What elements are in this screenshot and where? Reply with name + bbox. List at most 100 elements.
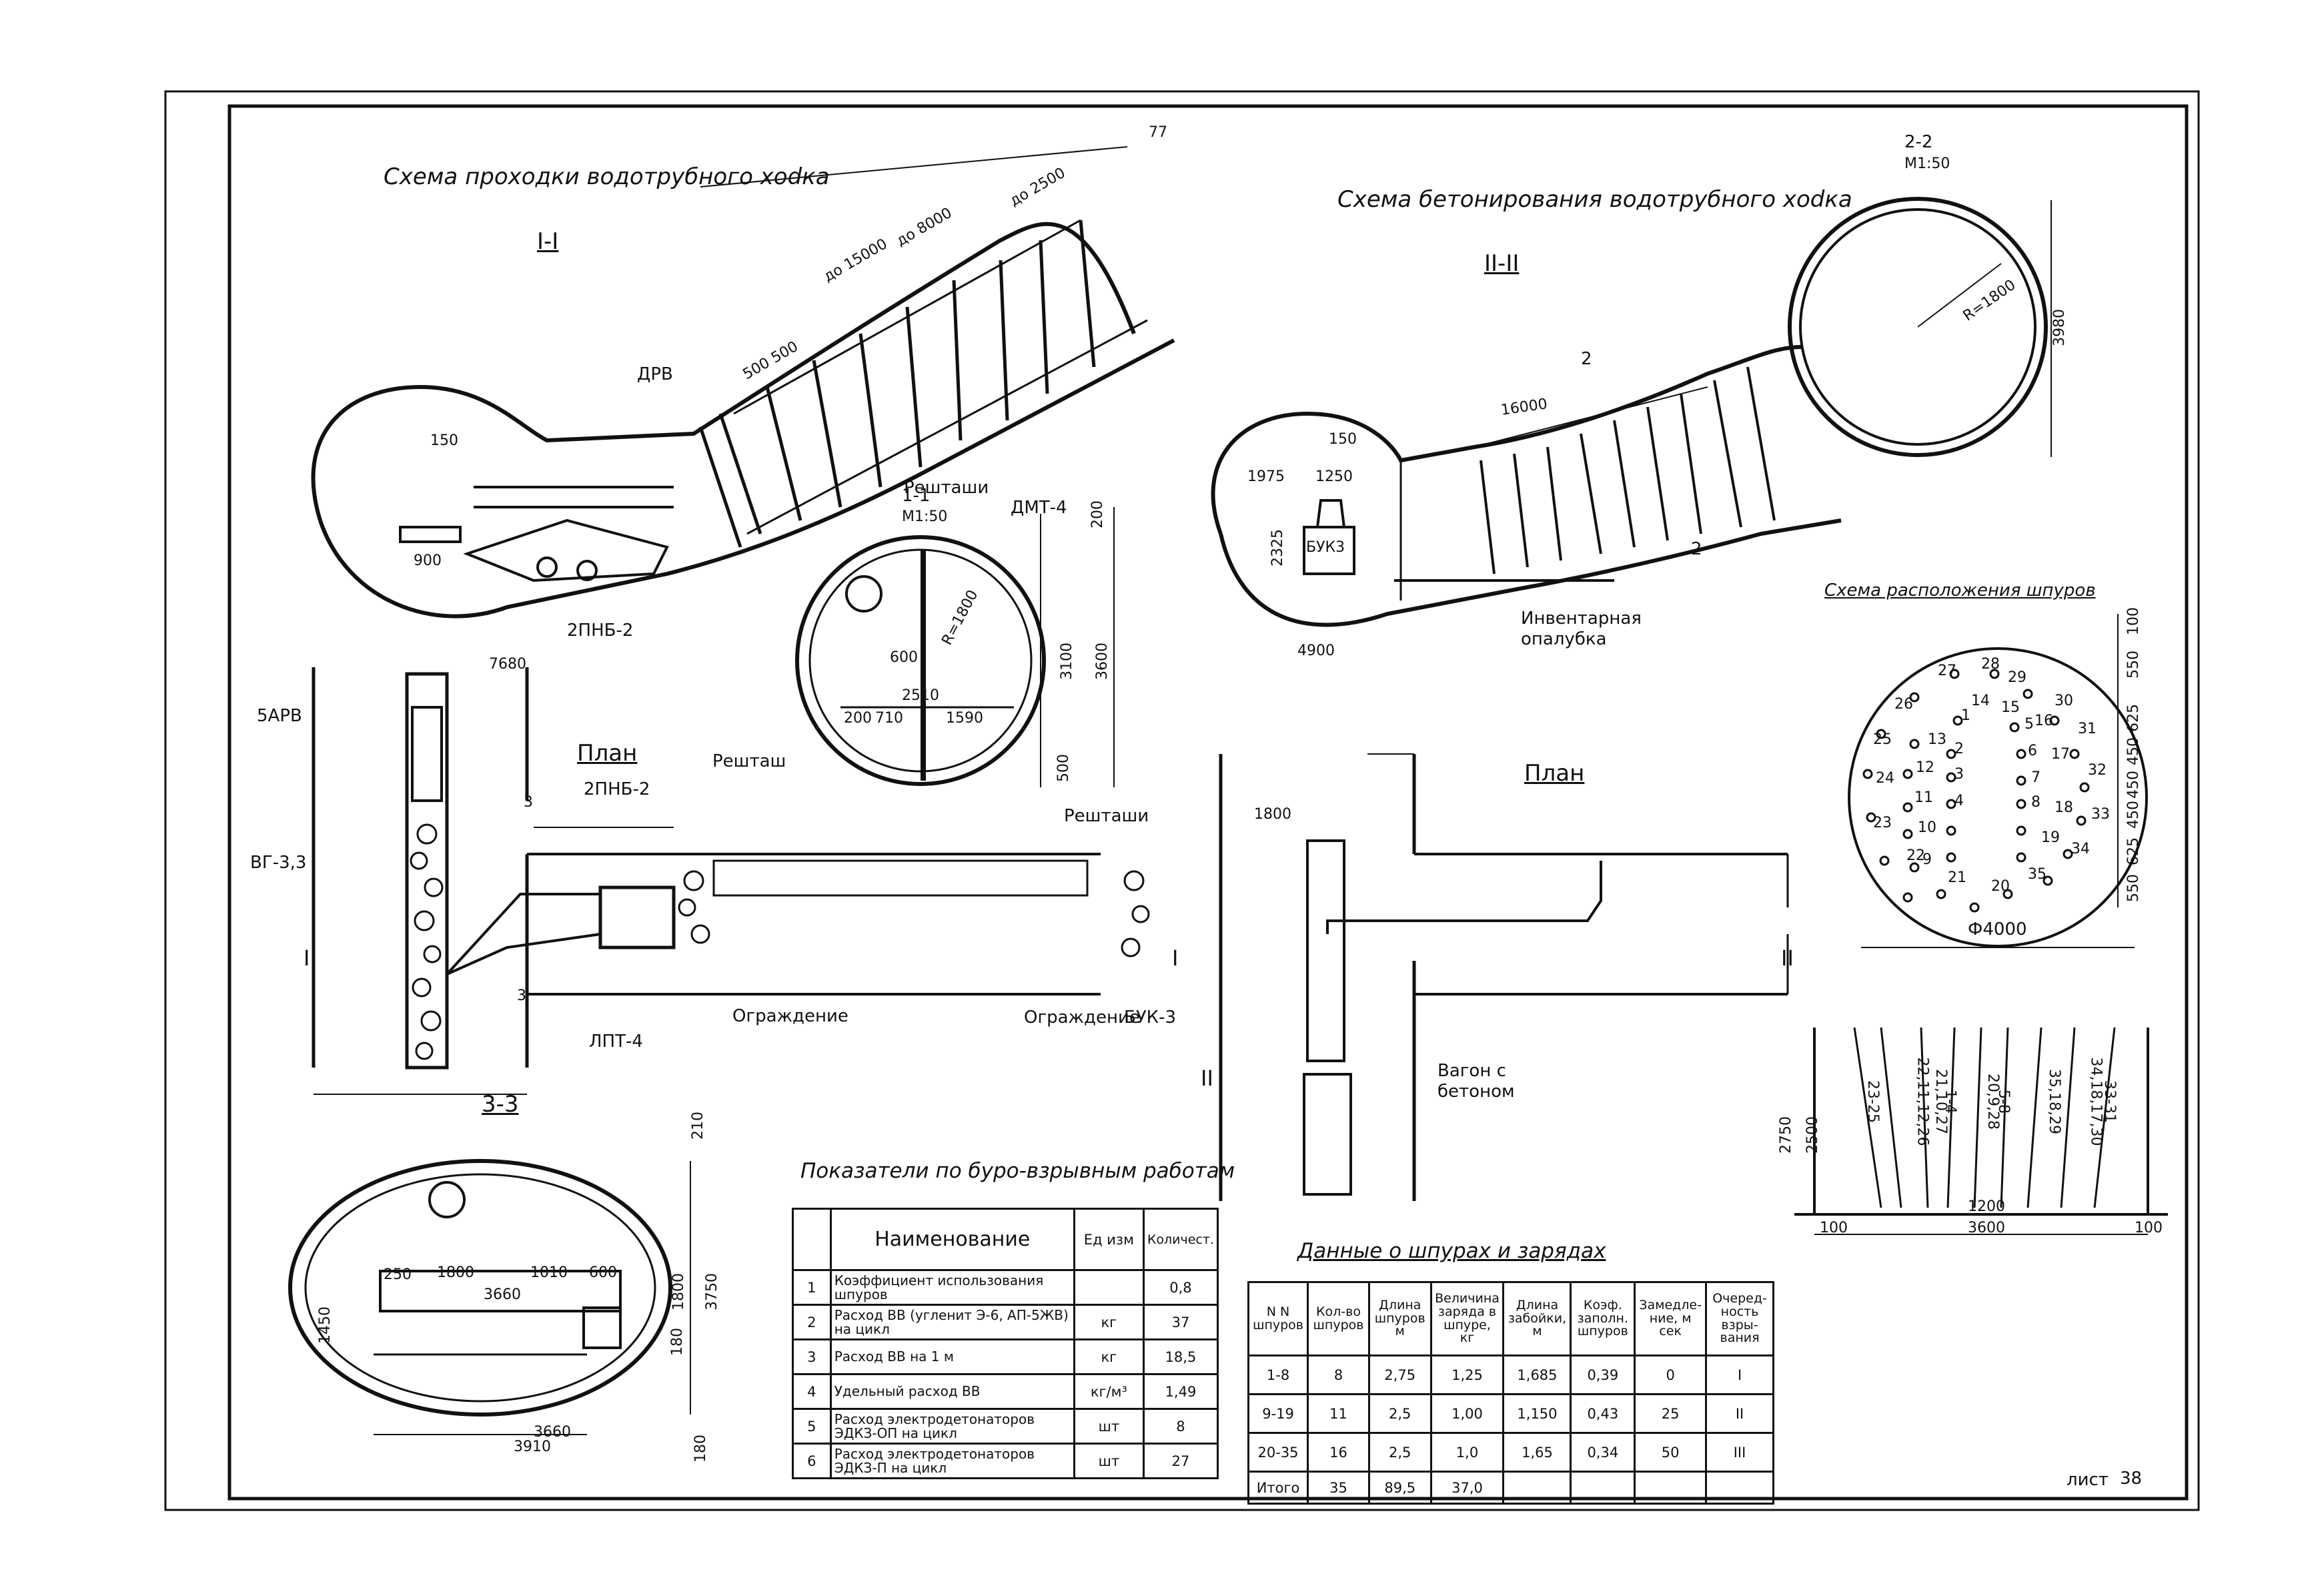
hole-header-4: Длина забойки, м	[1502, 1281, 1572, 1356]
hole-number-4: 4	[1954, 793, 1964, 809]
section-1-1-scale: М1:50	[902, 508, 948, 525]
section-1-1-dim-600: 600	[890, 649, 918, 666]
plan-left-rubble	[410, 823, 1150, 1060]
dim-150: 150	[430, 432, 458, 449]
ind-row-4-unit: кг/м³	[1073, 1373, 1145, 1410]
plan-right	[1219, 753, 1789, 1201]
section-3-3-dim-600: 600	[589, 1264, 617, 1281]
dim-900: 900	[414, 552, 442, 569]
hole-r3-c7: III	[1705, 1432, 1774, 1473]
hole-r3-c5: 0,34	[1570, 1432, 1636, 1473]
hole-r2-c2: 2,5	[1367, 1393, 1432, 1434]
driving-title: Схема проходки водотрубного хodка	[384, 163, 830, 190]
hole-side-dim: 625	[2125, 837, 2142, 865]
hole-number-34: 34	[2071, 841, 2090, 857]
ind-row-4-num: 4	[792, 1373, 832, 1410]
hole-number-22: 22	[1906, 847, 1925, 864]
ind-row-4-name: Удельный расход ВВ	[829, 1373, 1075, 1410]
hole-number-21: 21	[1948, 869, 1966, 886]
hole-number-15: 15	[2001, 699, 2020, 716]
label-5arv: 5АРВ	[257, 706, 302, 726]
label-dmt4: ДМТ-4	[1011, 498, 1067, 518]
section-II-II-label: II-II	[1484, 250, 1520, 277]
hole-side-dim: 450	[2125, 801, 2142, 829]
mark-II-left: II	[1201, 1066, 1213, 1091]
mark-2-top: 2	[1581, 349, 1592, 369]
hole-r1-c1: 8	[1307, 1354, 1370, 1395]
mark-3-top: 3	[524, 794, 533, 811]
hole-number-6: 6	[2028, 743, 2037, 759]
section-1-1-dim-200v: 200	[1089, 500, 1106, 528]
label-lpt4: ЛПТ-4	[589, 1032, 643, 1052]
concreting-dim-150: 150	[1329, 431, 1357, 448]
hole-number-11: 11	[1914, 789, 1933, 806]
hole-number-20: 20	[1991, 878, 2010, 895]
mark-2-bottom: 2	[1691, 539, 1702, 559]
ind-row-6-num: 6	[792, 1443, 832, 1479]
hole-header-0: N N шпуров	[1247, 1281, 1309, 1356]
hole-r2-c7: II	[1705, 1393, 1774, 1434]
profile-dim-3600: 3600	[1968, 1220, 2005, 1236]
ind-row-1-qty: 0,8	[1142, 1269, 1219, 1306]
hole-side-dim: 450	[2125, 771, 2142, 799]
hole-side-dim: 625	[2125, 704, 2142, 732]
hole-r4-c0: Итого	[1247, 1471, 1309, 1505]
profile-dim-100-right: 100	[2135, 1220, 2163, 1236]
hole-number-26: 26	[1894, 696, 1913, 713]
hole-r4-c7	[1705, 1471, 1774, 1505]
section-2-2	[1788, 197, 2052, 457]
section-3-3-dim-180b: 180	[692, 1435, 709, 1463]
ind-row-2-unit: кг	[1073, 1304, 1145, 1340]
section-3-3-dim-250: 250	[384, 1266, 412, 1283]
hole-number-12: 12	[1916, 759, 1934, 776]
hole-r1-c2: 2,75	[1367, 1354, 1432, 1395]
hole-header-1: Кол-во шпуров	[1307, 1281, 1370, 1356]
hole-r2-c0: 9-19	[1247, 1393, 1309, 1434]
label-formwork: Инвентарная опалубка	[1521, 609, 1642, 650]
label-reshtaki-plan: Решташи	[1064, 806, 1149, 826]
hole-number-2: 2	[1954, 741, 1964, 757]
hole-r1-c5: 0,39	[1570, 1354, 1636, 1395]
concreting-dim-1250: 1250	[1315, 468, 1353, 485]
hole-r3-c6: 50	[1634, 1432, 1708, 1473]
profile-group-label: 22,11,12,26	[1914, 1057, 1931, 1146]
section-1-1-dim-200: 200	[844, 710, 872, 727]
section-3-3	[288, 1159, 691, 1435]
hole-r1-c4: 1,685	[1502, 1354, 1572, 1395]
section-I-I-label: I-I	[537, 228, 559, 255]
ind-row-5-qty: 8	[1142, 1408, 1219, 1445]
label-reshtaki-top: Решташи	[904, 478, 989, 498]
ind-header-unit: Ед изм	[1073, 1208, 1145, 1271]
plan-right-dim-1800: 1800	[1254, 806, 1291, 823]
hole-number-30: 30	[2055, 693, 2073, 709]
hole-r2-c1: 11	[1307, 1393, 1370, 1434]
mark-II-right: II	[1781, 945, 1794, 971]
section-1-1	[795, 507, 1115, 787]
label-wagon: Вагон с бетоном	[1437, 1061, 1515, 1102]
ind-row-1-name: Коэффициент использования шпуров	[829, 1269, 1075, 1306]
concreting-dim-1975: 1975	[1247, 468, 1285, 485]
hole-layout	[1848, 614, 2148, 948]
hole-number-29: 29	[2008, 669, 2026, 686]
label-reshtak: Решташ	[712, 751, 786, 771]
section-3-3-dim-3660b: 3660	[534, 1424, 571, 1441]
profile-group-label: 33-31	[2101, 1080, 2118, 1123]
indicators-title: Показатели по буро-взрывным работам	[800, 1159, 1235, 1183]
hole-markers	[1862, 669, 2090, 913]
hole-number-18: 18	[2055, 799, 2073, 816]
hole-number-31: 31	[2078, 721, 2097, 737]
ind-row-5-name: Расход электродетонаторов ЭДКЗ-ОП на цик…	[829, 1408, 1075, 1445]
section-3-3-dim-210: 210	[690, 1112, 706, 1140]
section-1-1-title: 1-1	[902, 486, 931, 506]
hole-r1-c3: 1,25	[1429, 1354, 1505, 1395]
hole-r2-c5: 0,43	[1570, 1393, 1636, 1434]
section-3-3-dim-180: 180	[669, 1328, 686, 1356]
plan-right-title: План	[1524, 760, 1585, 787]
hole-r2-c6: 25	[1634, 1393, 1708, 1434]
hole-number-35: 35	[2028, 866, 2047, 883]
hole-header-7: Очеред-ность взры-вания	[1705, 1281, 1774, 1356]
holes-title: Схема расположения шпуров	[1824, 580, 2096, 601]
hole-data-title: Данные о шпурах и зарядах	[1297, 1239, 1606, 1263]
section-3-3-dim-1800: 1800	[437, 1264, 474, 1281]
